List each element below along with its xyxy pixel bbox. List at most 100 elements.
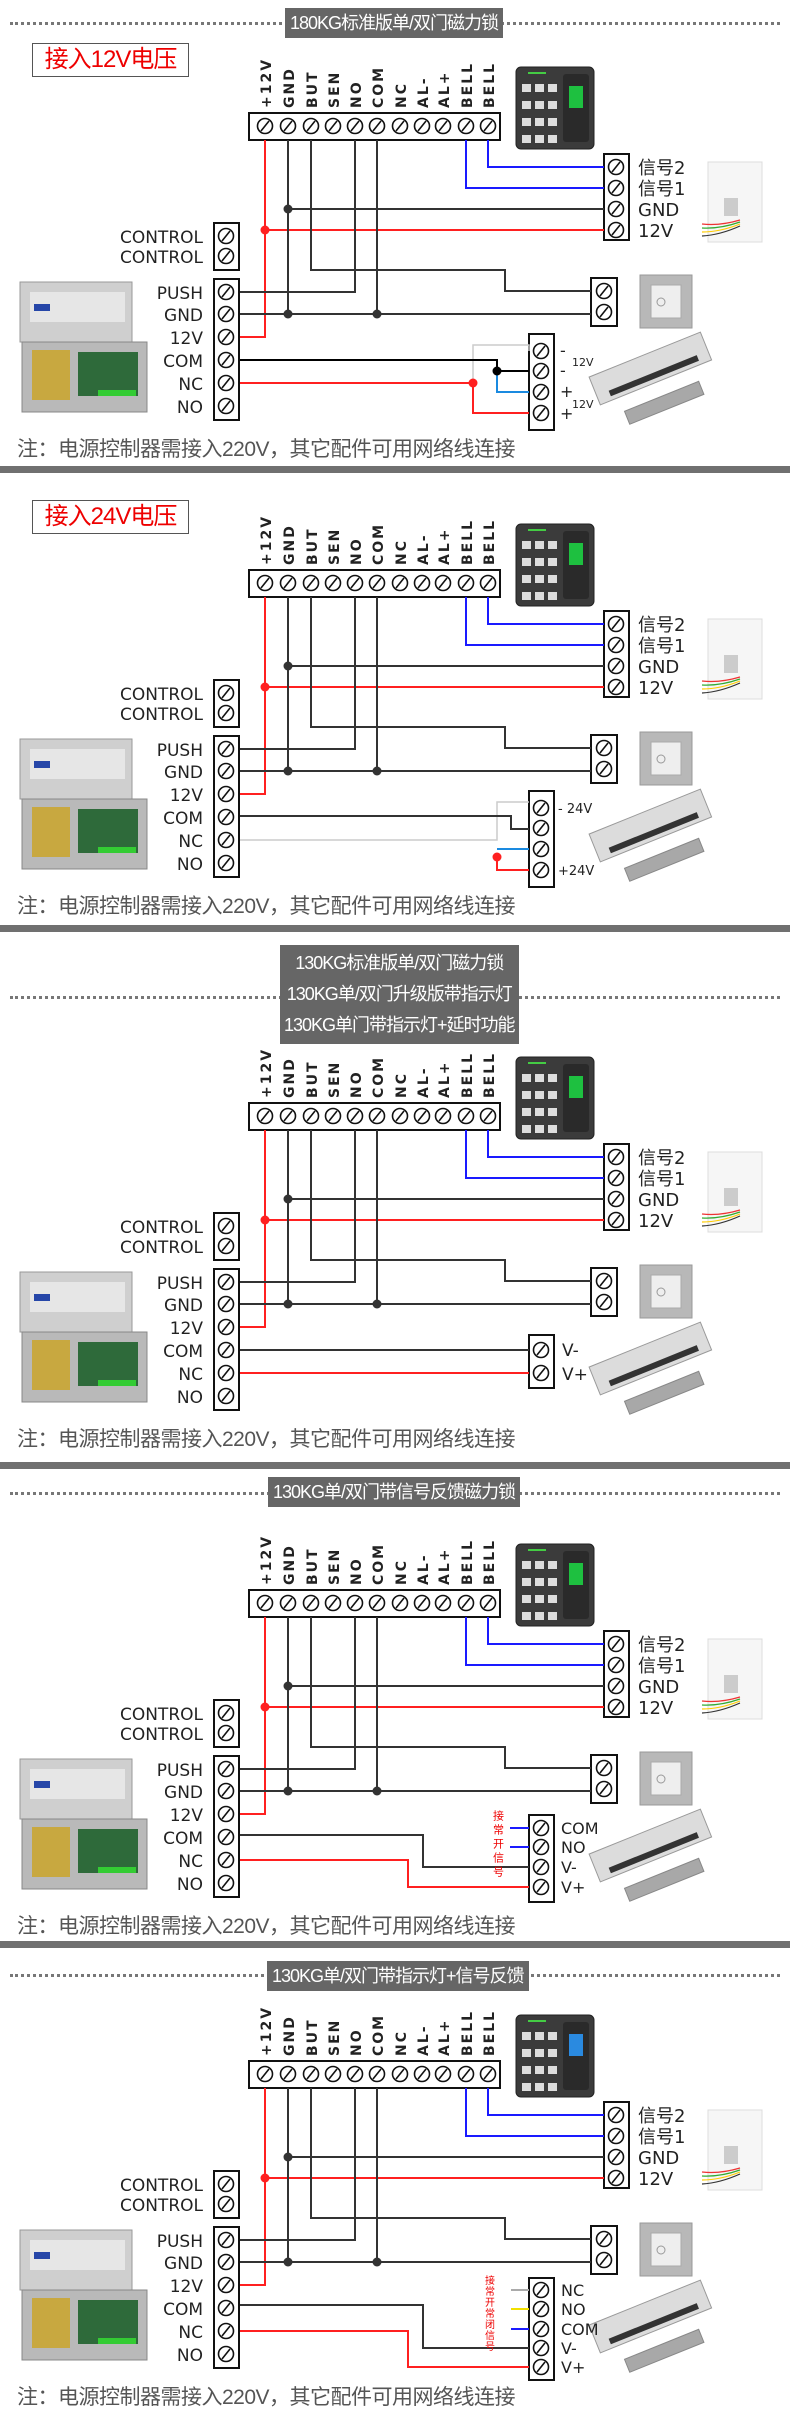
- junction-dot: [372, 1786, 382, 1796]
- signal-note: 接常开常闭信号: [483, 2274, 495, 2352]
- power-label: 12V: [170, 786, 204, 806]
- screw-terminal: [391, 1107, 409, 1125]
- terminal-label: BELL: [482, 1052, 498, 1098]
- doorbell-label: 12V: [638, 1698, 674, 1719]
- power-label: COM: [163, 1342, 203, 1362]
- terminal-label: BELL: [460, 1539, 476, 1585]
- doorbell-label: GND: [638, 657, 679, 678]
- junction-dot: [260, 225, 270, 235]
- terminal-label: +12V: [259, 515, 275, 565]
- power-terminal: [213, 1268, 240, 1411]
- doorbell-label: GND: [638, 200, 679, 221]
- terminal-label: SEN: [327, 71, 343, 108]
- doorbell-label: 信号2: [638, 615, 685, 636]
- lock-label: -: [560, 361, 566, 380]
- note-text: 注：电源控制器需接入220V，其它配件可用网络线连接: [17, 438, 516, 461]
- magnetic-lock-image: [588, 1808, 713, 1902]
- wire-lock-com: [240, 815, 529, 830]
- screw-terminal: [607, 2148, 625, 2166]
- screw-terminal: [324, 117, 342, 135]
- wire-bell-2: [487, 1130, 604, 1158]
- doorbell-label: 12V: [638, 2169, 674, 2190]
- junction-dot: [283, 1786, 293, 1796]
- wire-no-push: [240, 1130, 356, 1283]
- screw-terminal: [595, 739, 613, 757]
- screw-terminal: [532, 1364, 550, 1382]
- screw-terminal: [479, 1107, 497, 1125]
- screw-terminal: [479, 574, 497, 592]
- terminal-label: NC: [394, 82, 410, 108]
- section-divider: [0, 1462, 790, 1469]
- terminal-label: AL-: [416, 533, 432, 565]
- screw-terminal: [457, 2065, 475, 2083]
- junction-dot: [372, 2257, 382, 2267]
- screw-terminal: [607, 678, 625, 696]
- screw-terminal: [217, 351, 235, 369]
- note-text: 注：电源控制器需接入220V，其它配件可用网络线连接: [17, 895, 516, 918]
- terminal-label: AL+: [437, 1061, 453, 1099]
- screw-terminal: [607, 2106, 625, 2124]
- terminal-label: NC: [394, 2030, 410, 2056]
- screw-terminal: [434, 117, 452, 135]
- screw-terminal: [607, 1211, 625, 1229]
- wire-12v: [240, 597, 266, 795]
- magnetic-lock-image: [588, 2279, 713, 2373]
- screw-terminal: [595, 2251, 613, 2269]
- terminal-label: COM: [371, 523, 387, 565]
- terminal-label: NO: [349, 537, 365, 565]
- control-label: CONTROL: [120, 685, 204, 705]
- screw-terminal: [217, 854, 235, 872]
- terminal-label: NC: [394, 1072, 410, 1098]
- doorbell-image: [701, 618, 763, 700]
- wire-but: [310, 2088, 591, 2240]
- screw-terminal: [217, 1341, 235, 1359]
- screw-terminal: [434, 1594, 452, 1612]
- power-terminal: [213, 735, 240, 878]
- screw-terminal: [607, 1656, 625, 1674]
- screw-terminal: [607, 657, 625, 675]
- screw-terminal: [256, 117, 274, 135]
- terminal-label: BUT: [305, 2018, 321, 2056]
- screw-terminal: [595, 1272, 613, 1290]
- terminal-label: COM: [371, 1056, 387, 1098]
- control-label: CONTROL: [120, 228, 204, 248]
- lock-label: V-: [561, 1858, 577, 1877]
- screw-terminal: [413, 1107, 431, 1125]
- lock-label: NO: [561, 2300, 586, 2319]
- terminal-label: AL-: [416, 2024, 432, 2056]
- terminal-label: AL-: [416, 1553, 432, 1585]
- voltage-label: 接入24V电压: [32, 500, 189, 534]
- doorbell-label: GND: [638, 1190, 679, 1211]
- screw-terminal: [217, 1704, 235, 1722]
- screw-terminal: [532, 2339, 550, 2357]
- fingerprint-reader-image: [515, 2014, 595, 2098]
- lock-label: +: [560, 382, 573, 401]
- junction-dot: [283, 309, 293, 319]
- terminal-label: AL+: [437, 71, 453, 109]
- power-label: PUSH: [157, 1274, 203, 1294]
- screw-terminal: [434, 2065, 452, 2083]
- wire-lock-vplus: [240, 2330, 529, 2368]
- terminal-label: AL+: [437, 2019, 453, 2057]
- doorbell-image: [701, 1638, 763, 1720]
- magnetic-lock-image: [588, 788, 713, 882]
- exit-button-image: [639, 1264, 693, 1319]
- junction-dot: [283, 1194, 293, 1204]
- screw-terminal: [532, 383, 550, 401]
- power-label: NO: [177, 398, 203, 418]
- screw-terminal: [324, 2065, 342, 2083]
- screw-terminal: [368, 2065, 386, 2083]
- screw-terminal: [217, 762, 235, 780]
- power-label: 12V: [170, 329, 204, 349]
- screw-terminal: [217, 740, 235, 758]
- power-label: 12V: [170, 1319, 204, 1339]
- lock-label: -: [560, 341, 566, 360]
- power-terminal: [213, 1755, 240, 1898]
- terminal-label: SEN: [327, 1061, 343, 1098]
- screw-terminal: [324, 574, 342, 592]
- screw-terminal: [532, 2300, 550, 2318]
- terminal-label: +12V: [259, 58, 275, 108]
